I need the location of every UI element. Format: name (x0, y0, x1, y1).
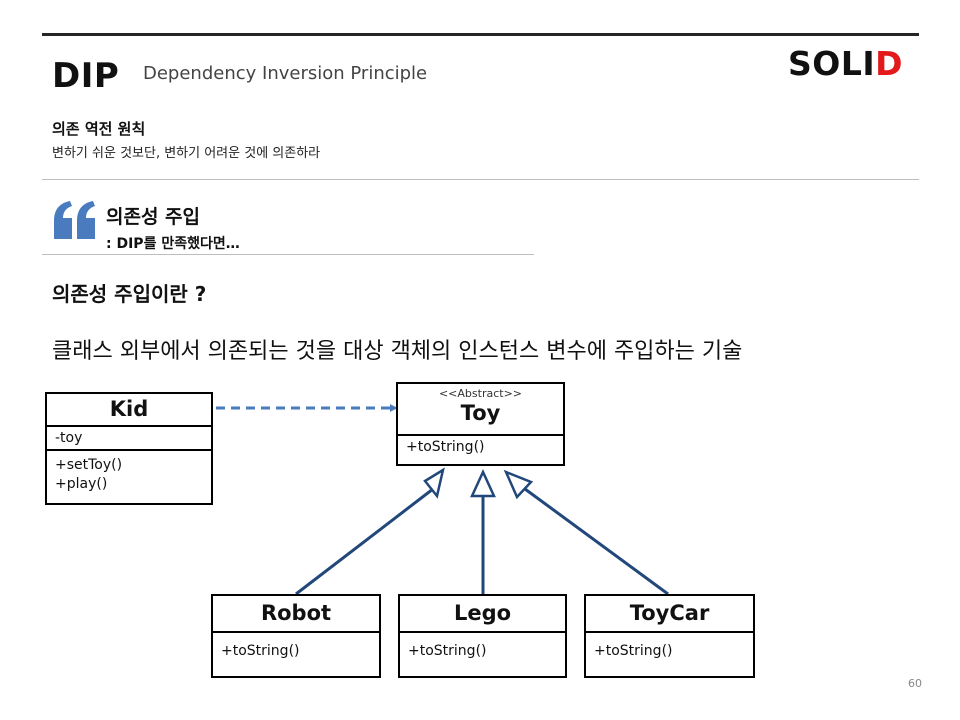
principle-abbreviation: DIP (52, 56, 120, 96)
principle-description: 변하기 쉬운 것보단, 변하기 어려운 것에 의존하라 (52, 146, 321, 161)
class-toycar-method: +toString() (594, 643, 673, 659)
class-kid-attributes: -toy (47, 425, 211, 449)
logo-prefix: SOLI (788, 44, 876, 83)
section-divider (42, 254, 534, 255)
class-lego-method: +toString() (408, 643, 487, 659)
class-toycar-methods: +toString() (586, 631, 753, 663)
top-rule (42, 33, 919, 36)
inheritance-robot-to-toy (295, 467, 445, 596)
section-title: 의존성 주입 (106, 206, 201, 228)
class-kid-methods: +setToy() +play() (47, 449, 211, 496)
class-robot: Robot +toString() (211, 594, 381, 678)
class-toy-name: Toy (460, 401, 501, 425)
solid-logo: SOLID (788, 44, 903, 83)
class-toy-methods: +toString() (398, 434, 563, 459)
header-divider (42, 179, 919, 180)
class-robot-methods: +toString() (213, 631, 379, 663)
inheritance-toycar-to-toy (503, 469, 669, 596)
class-lego-methods: +toString() (400, 631, 565, 663)
class-kid-name: Kid (109, 397, 149, 421)
section-subtitle: : DIP를 만족했다면… (106, 236, 240, 252)
class-kid-method: +play() (55, 476, 108, 492)
class-kid-method: +setToy() (55, 457, 123, 473)
principle-korean-title: 의존 역전 원칙 (52, 120, 146, 138)
class-toy: <<Abstract>> Toy +toString() (396, 382, 565, 466)
question-heading: 의존성 주입이란 ? (52, 282, 207, 306)
logo-highlight: D (875, 44, 904, 83)
class-toycar-name: ToyCar (629, 601, 710, 625)
class-kid: Kid -toy +setToy() +play() (45, 392, 213, 505)
class-kid-attribute: -toy (55, 430, 83, 446)
class-robot-method: +toString() (221, 643, 300, 659)
quote-icon (54, 201, 95, 239)
class-lego-name: Lego (453, 601, 512, 625)
class-robot-name: Robot (260, 601, 332, 625)
page-number: 60 (908, 677, 922, 690)
inheritance-lego-to-toy (470, 468, 496, 594)
principle-full-name: Dependency Inversion Principle (143, 63, 428, 84)
definition-text: 클래스 외부에서 의존되는 것을 대상 객체의 인스턴스 변수에 주입하는 기술 (52, 339, 743, 364)
class-toy-stereotype: <<Abstract>> (438, 387, 523, 400)
class-toy-method: +toString() (406, 439, 485, 455)
class-toycar: ToyCar +toString() (584, 594, 755, 678)
class-lego: Lego +toString() (398, 594, 567, 678)
